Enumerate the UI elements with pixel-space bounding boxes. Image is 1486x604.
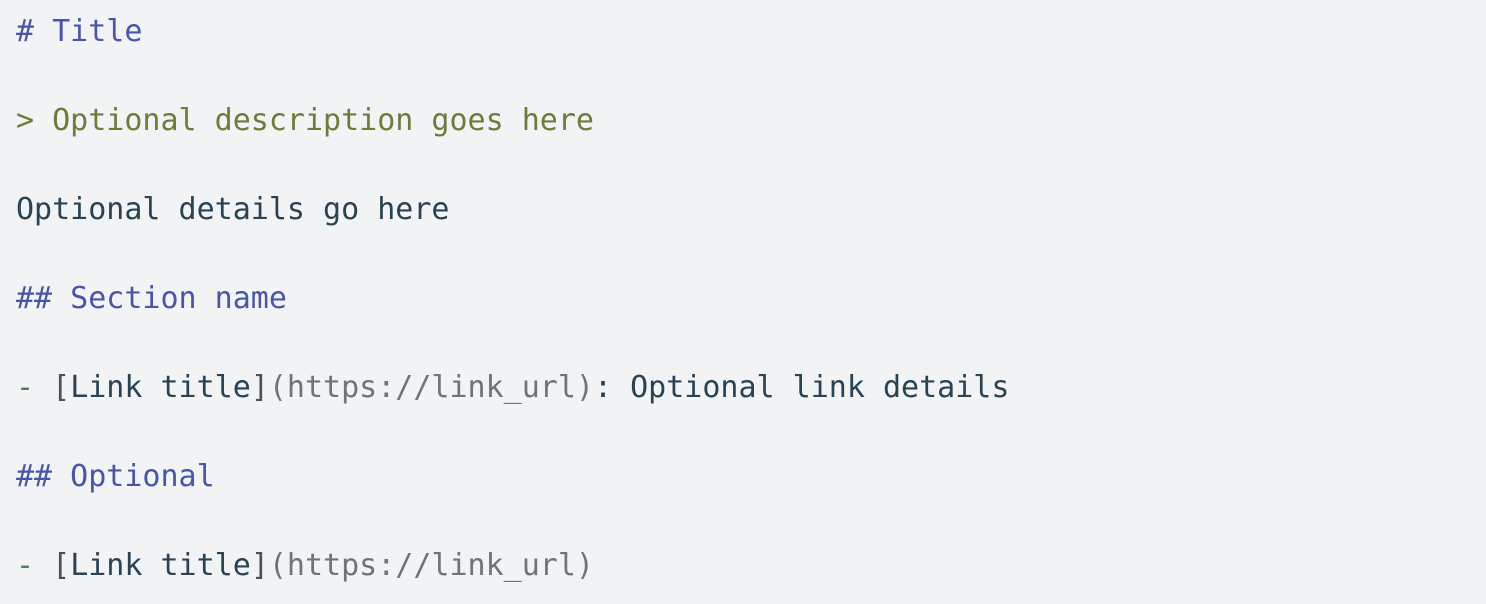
syntax-token-bracket: ] bbox=[250, 370, 269, 405]
syntax-token-dash: - bbox=[16, 370, 53, 405]
syntax-token-text: Optional details go here bbox=[16, 192, 450, 227]
syntax-token-dash: - bbox=[16, 548, 53, 583]
code-line-details-paragraph: Optional details go here bbox=[16, 188, 1470, 233]
syntax-token-heading: ## Optional bbox=[16, 459, 215, 494]
code-line-optional-heading: ## Optional bbox=[16, 455, 1470, 500]
syntax-token-heading: ## Section name bbox=[16, 281, 287, 316]
syntax-token-heading: # Title bbox=[16, 14, 143, 49]
code-line-link-list-item-with-details: - [Link title](https://link_url): Option… bbox=[16, 366, 1470, 411]
syntax-token-url: (https://link_url) bbox=[268, 370, 594, 405]
syntax-token-text: : Optional link details bbox=[593, 370, 1010, 405]
code-line-description-blockquote: > Optional description goes here bbox=[16, 99, 1470, 144]
syntax-token-text: Link title bbox=[70, 370, 251, 405]
syntax-token-bracket: [ bbox=[52, 548, 71, 583]
code-line-link-list-item: - [Link title](https://link_url) bbox=[16, 544, 1470, 589]
code-line-section-heading: ## Section name bbox=[16, 277, 1470, 322]
syntax-token-bracket: ] bbox=[250, 548, 269, 583]
syntax-token-text: Link title bbox=[70, 548, 251, 583]
syntax-token-quote: > Optional description goes here bbox=[16, 103, 594, 138]
syntax-token-bracket: [ bbox=[52, 370, 71, 405]
syntax-token-url: (https://link_url) bbox=[268, 548, 594, 583]
code-line-title-heading: # Title bbox=[16, 10, 1470, 55]
